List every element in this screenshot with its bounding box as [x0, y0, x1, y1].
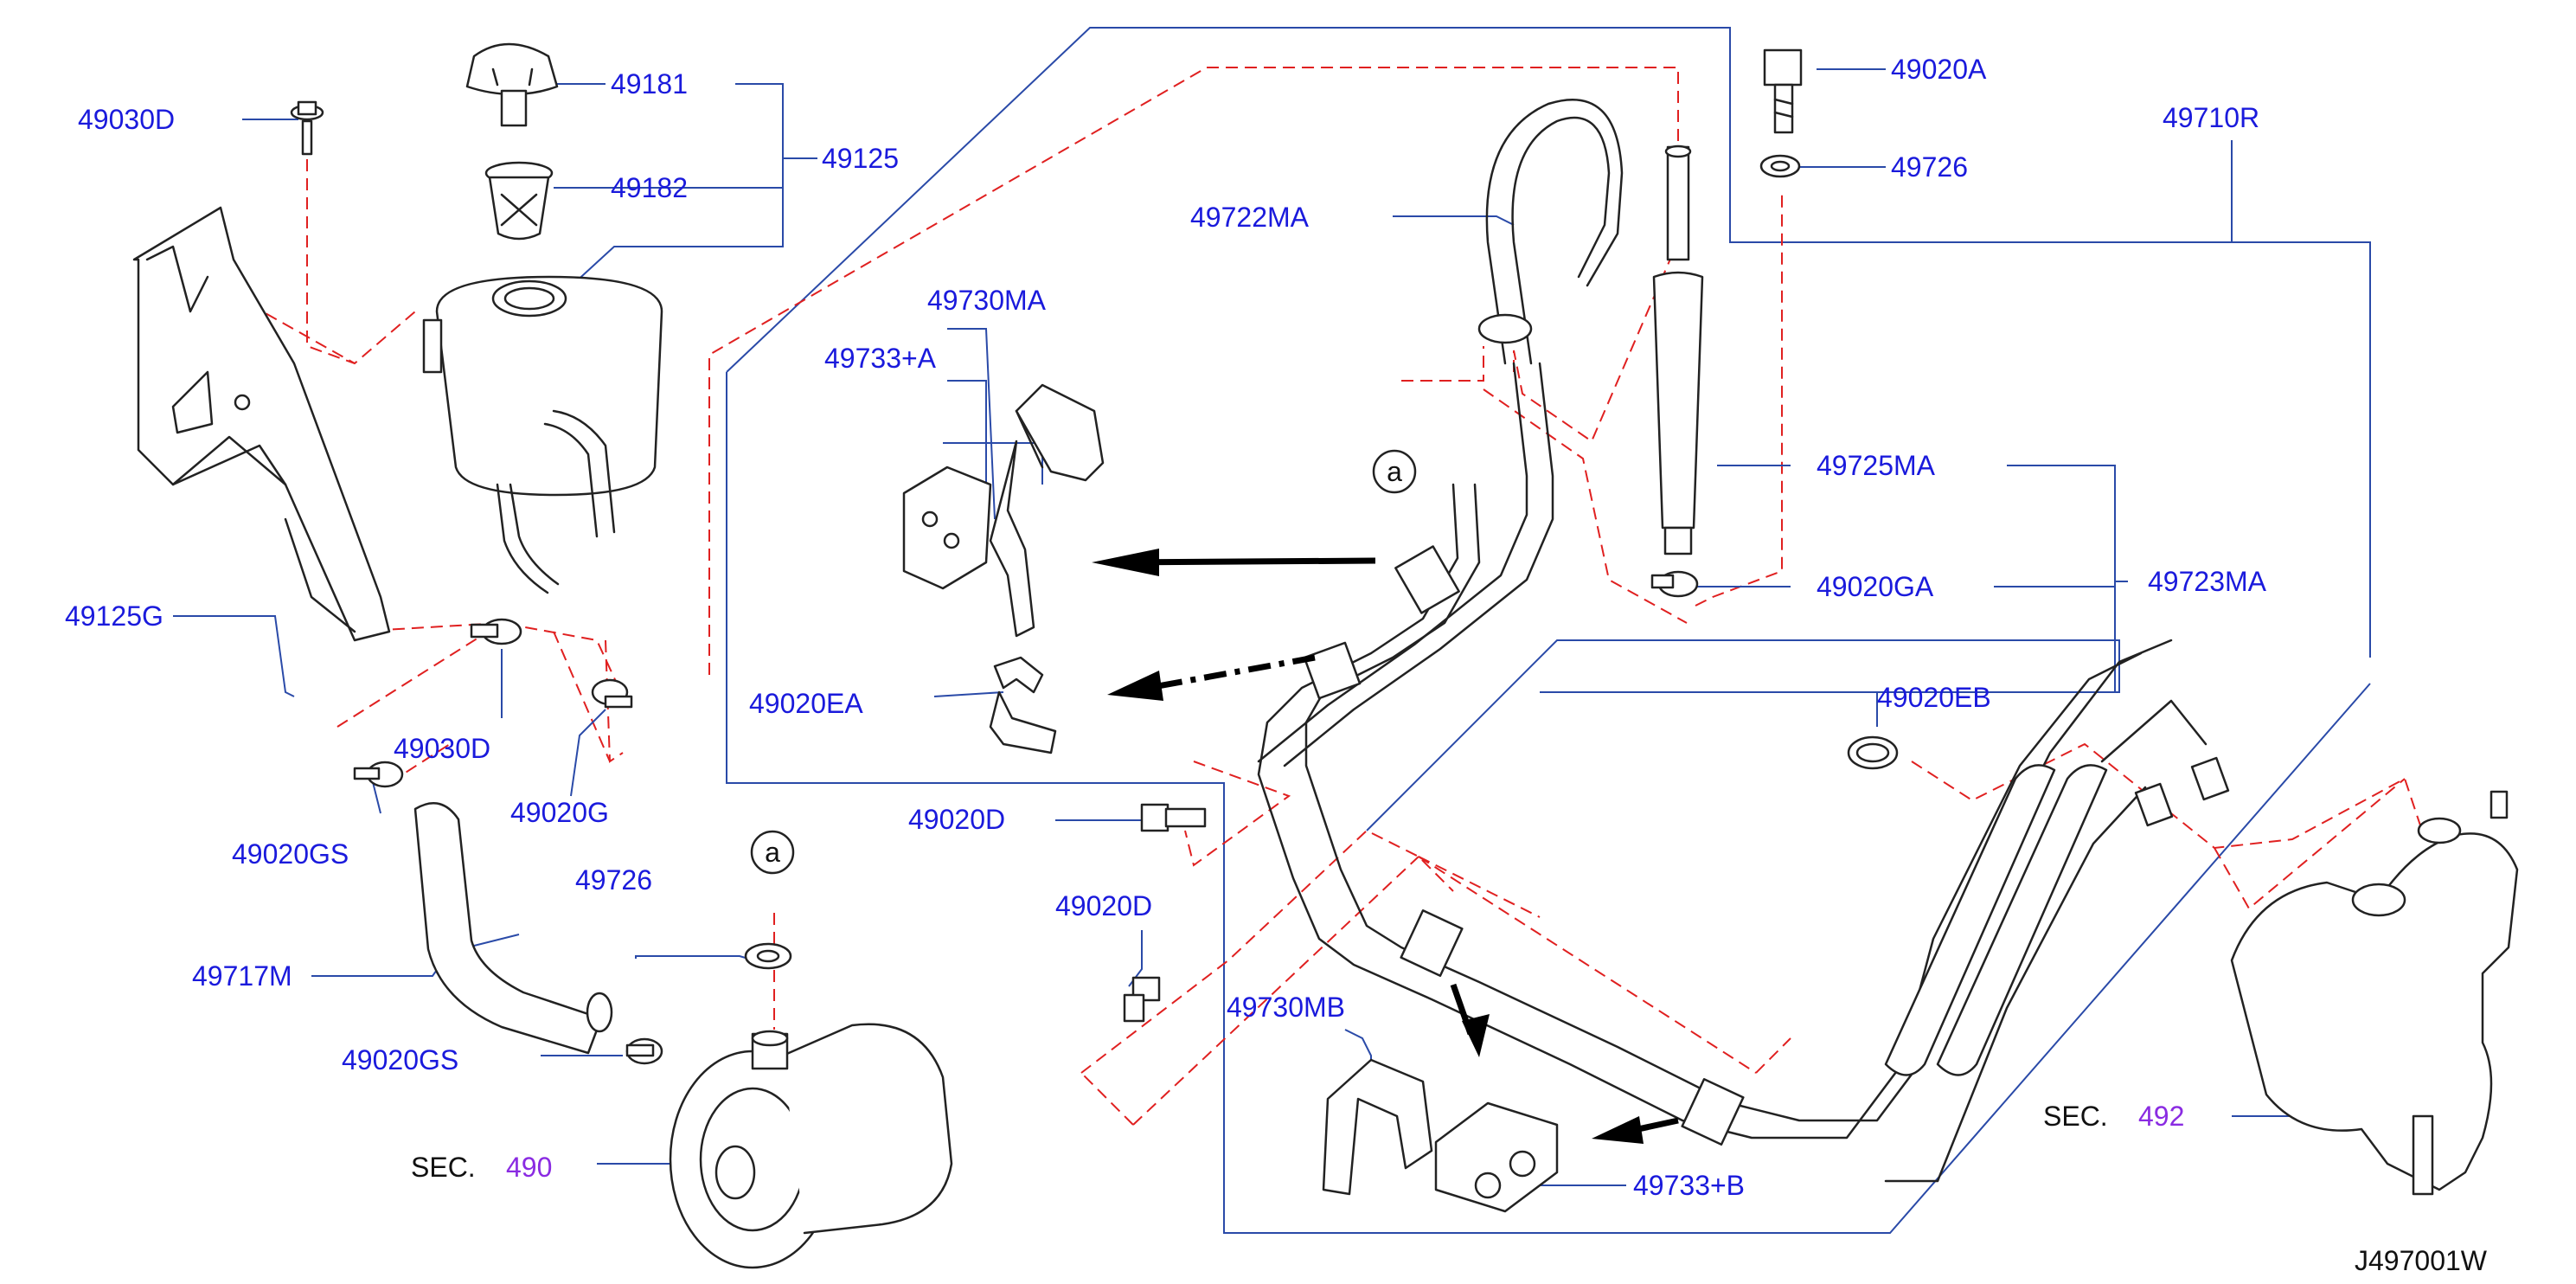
label-49125: 49125: [822, 143, 899, 174]
label-49030D-top: 49030D: [78, 104, 175, 135]
reference-letter-a-bottom: a: [765, 837, 780, 868]
label-49020EA: 49020EA: [749, 688, 863, 719]
section-492-prefix: SEC.: [2043, 1101, 2108, 1132]
reservoir-cap-part: [465, 42, 559, 127]
label-49730MA: 49730MA: [927, 285, 1047, 316]
high-pressure-hose-part: [1257, 99, 1624, 767]
label-49030D-mid: 49030D: [394, 733, 490, 764]
label-49125G: 49125G: [65, 600, 163, 632]
clamp-49730MA-part: [989, 383, 1105, 638]
reservoir-bracket-part: [132, 206, 391, 642]
label-49020GS-bottom: 49020GS: [342, 1044, 458, 1075]
hose-sleeves: [1884, 699, 2230, 1076]
reference-circle-a-top: a: [1372, 449, 1417, 494]
washer-49726-bottom-part: [744, 942, 792, 970]
section-reference-492[interactable]: SEC. 492: [2043, 1101, 2184, 1132]
hose-clamp-49020GS-top-part: [353, 761, 404, 788]
label-49020EB: 49020EB: [1877, 682, 1991, 713]
label-49020A: 49020A: [1891, 54, 1987, 85]
insulator-49733A-part: [902, 465, 992, 590]
clamp-49020EB-part: [1847, 735, 1899, 770]
bolt-49030D-mid-part: [470, 618, 522, 645]
label-49181: 49181: [611, 68, 688, 100]
label-49733A: 49733+A: [824, 343, 937, 374]
clamp-49730MB-part: [1322, 1058, 1433, 1196]
hose-clamp-49020GA-part: [1650, 570, 1699, 598]
label-49182: 49182: [611, 172, 688, 203]
hose-clamp-49020GS-bottom-part: [625, 1037, 663, 1065]
bolt-49020A-part: [1763, 48, 1803, 134]
bolt-49020D-lower-part: [1123, 976, 1161, 1023]
label-49020G: 49020G: [510, 797, 609, 828]
return-tube-part: [1652, 144, 1704, 555]
label-49710R: 49710R: [2163, 102, 2259, 133]
label-49722MA: 49722MA: [1190, 202, 1310, 233]
clamp-49020EA-part: [989, 656, 1057, 754]
power-steering-pump-part: [669, 1023, 953, 1269]
bolt-49020D-upper-part: [1140, 803, 1207, 832]
label-49020GS-top: 49020GS: [232, 838, 349, 870]
section-490-link[interactable]: 490: [506, 1152, 552, 1183]
assembly-dashed-lines: [215, 67, 2423, 1126]
washer-49726-top-part: [1759, 154, 1801, 178]
hose-clamp-49020G-part: [591, 678, 633, 709]
suction-hose-part: [413, 802, 613, 1055]
leader-lines: [173, 68, 2292, 1186]
section-492-link[interactable]: 492: [2138, 1101, 2184, 1132]
tube-collars: [1303, 545, 1745, 1146]
label-49726-bottom: 49726: [575, 864, 652, 896]
hose-assembly-frame: [726, 27, 2371, 1234]
label-49717M: 49717M: [192, 960, 292, 992]
section-490-prefix: SEC.: [411, 1152, 476, 1183]
section-reference-490[interactable]: SEC. 490: [411, 1152, 552, 1183]
label-49730MB: 49730MB: [1227, 992, 1345, 1023]
part-number-labels: 49030D 49181 49182 49125 49125G 49030D 4…: [65, 54, 2267, 1201]
label-49726-top: 49726: [1891, 151, 1968, 183]
bolt-49030D-top-part: [290, 100, 324, 156]
steering-gear-part: [2230, 790, 2519, 1196]
reference-letter-a-top: a: [1387, 456, 1402, 487]
label-49723MA: 49723MA: [2148, 566, 2267, 597]
label-49725MA: 49725MA: [1817, 450, 1936, 481]
label-49020D-upper: 49020D: [908, 804, 1005, 835]
label-49020GA: 49020GA: [1817, 571, 1934, 602]
insulator-49733B-part: [1434, 1101, 1559, 1213]
reservoir-tank-part: [422, 275, 663, 594]
drawing-code: J497001W: [2355, 1245, 2488, 1276]
label-49733B: 49733+B: [1633, 1170, 1745, 1201]
label-49020D-lower: 49020D: [1055, 890, 1152, 921]
reference-circle-a-bottom: a: [750, 830, 795, 875]
direction-arrows: [1092, 549, 1679, 1144]
reservoir-strainer-part: [484, 161, 554, 241]
